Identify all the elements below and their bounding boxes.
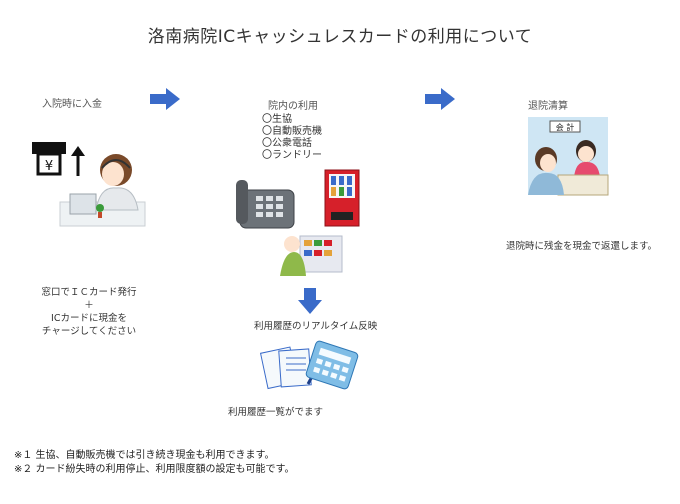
realtime-label: 利用履歴のリアルタイム反映 <box>254 321 378 332</box>
cashier-sign: 会 計 <box>556 122 575 132</box>
footnote-2: ※２ カード紛失時の利用停止、利用限度額の設定も可能です。 <box>14 464 295 475</box>
reception-staff-illustration <box>59 154 146 227</box>
arrow-down-icon <box>298 288 322 314</box>
uses-list: 〇生協 〇自動販売機 〇公衆電話 〇ランドリー <box>262 114 322 162</box>
arrow-right-icon-2 <box>425 88 455 110</box>
svg-text:¥: ¥ <box>45 159 53 174</box>
yen-deposit-icon: ¥ <box>32 142 85 176</box>
list-item: 〇公衆電話 <box>262 138 312 149</box>
list-item: 〇自動販売機 <box>262 126 322 137</box>
discharge-description: 退院時に残金を現金で返還します。 <box>506 241 658 252</box>
telephone-illustration <box>236 180 295 229</box>
cashier-illustration: 会 計 <box>528 117 609 196</box>
history-label: 利用履歴一覧がでます <box>228 407 324 418</box>
step-in-hospital-label: 院内の利用 <box>268 101 318 112</box>
step-admission-label: 入院時に入金 <box>42 99 102 110</box>
shop-illustration <box>280 235 343 276</box>
reception-description: 窓口でＩＣカード発行 ＋ ICカードに現金を チャージしてください <box>41 287 137 337</box>
list-item: 〇生協 <box>262 114 292 125</box>
arrow-right-icon <box>150 88 180 110</box>
calculator-icon <box>305 340 359 390</box>
footnotes: ※１ 生協、自動販売機では引き続き現金も利用できます。 ※２ カード紛失時の利用… <box>14 449 295 477</box>
step-discharge-label: 退院清算 <box>528 101 568 112</box>
page-title: 洛南病院ICキャッシュレスカードの利用について <box>147 27 533 47</box>
vending-machine-illustration <box>324 169 360 227</box>
list-item: 〇ランドリー <box>262 150 322 161</box>
footnote-1: ※１ 生協、自動販売機では引き続き現金も利用できます。 <box>14 450 275 461</box>
